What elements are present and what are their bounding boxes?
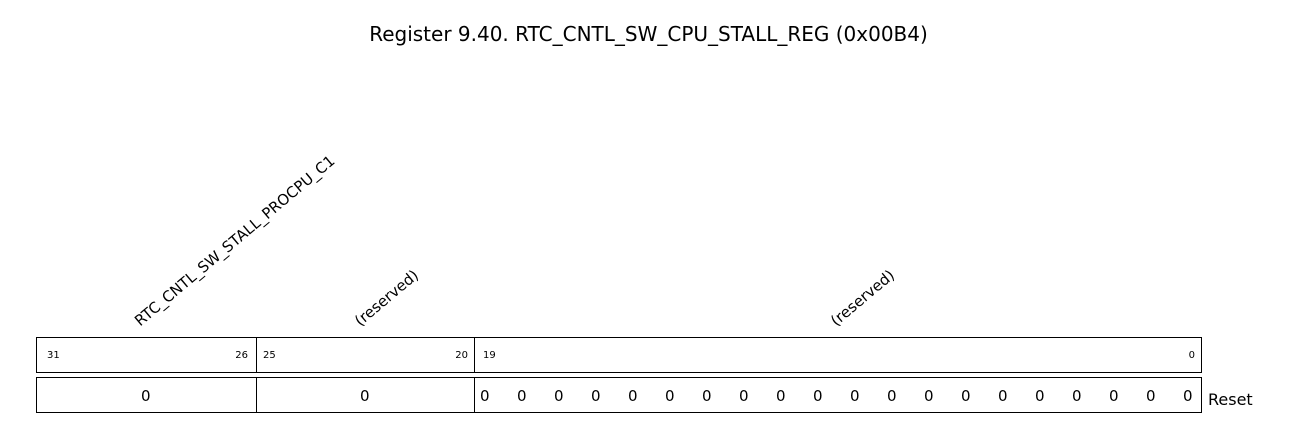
reset-bit-10: 0 [813, 387, 823, 405]
reset-bit-19: 0 [480, 387, 490, 405]
field-name-reserved-2: (reserved) [827, 266, 899, 330]
reset-value-row: 0 0 0 0 0 0 0 0 0 0 0 0 0 0 0 0 0 0 0 0 … [36, 377, 1202, 413]
reset-bit-1: 0 [1146, 387, 1156, 405]
reset-bit-13: 0 [702, 387, 712, 405]
reset-field-31-26: 0 [37, 378, 256, 412]
reset-bit-5: 0 [998, 387, 1008, 405]
bit-20: 20 [455, 350, 468, 361]
reset-bit-4: 0 [1035, 387, 1045, 405]
reset-bit-0: 0 [1183, 387, 1193, 405]
reset-bit-11: 0 [776, 387, 786, 405]
bit-number-row: 31 26 25 20 19 0 [36, 337, 1202, 373]
bit-25: 25 [263, 350, 276, 361]
bit-19: 19 [483, 350, 496, 361]
reset-bit-7: 0 [924, 387, 934, 405]
reset-label: Reset [1208, 390, 1253, 409]
bit-31: 31 [47, 350, 60, 361]
reset-bit-16: 0 [591, 387, 601, 405]
reset-value: 0 [360, 387, 370, 405]
reset-bit-15: 0 [628, 387, 638, 405]
reset-field-19-0: 0 0 0 0 0 0 0 0 0 0 0 0 0 0 0 0 0 0 0 0 [474, 378, 1201, 412]
reset-bit-17: 0 [554, 387, 564, 405]
reset-bit-12: 0 [739, 387, 749, 405]
reset-bit-14: 0 [665, 387, 675, 405]
reset-bit-18: 0 [517, 387, 527, 405]
field-name-sw-stall-procpu: RTC_CNTL_SW_STALL_PROCPU_C1 [131, 151, 339, 330]
reset-bit-3: 0 [1072, 387, 1082, 405]
reset-value: 0 [141, 387, 151, 405]
reset-bit-6: 0 [961, 387, 971, 405]
reset-bit-8: 0 [887, 387, 897, 405]
field-name-reserved-1: (reserved) [351, 266, 423, 330]
register-title: Register 9.40. RTC_CNTL_SW_CPU_STALL_REG… [369, 22, 928, 46]
reset-bit-9: 0 [850, 387, 860, 405]
reset-bit-2: 0 [1109, 387, 1119, 405]
field-bits-31-26: 31 26 [37, 338, 256, 372]
bit-26: 26 [235, 350, 248, 361]
bit-0: 0 [1188, 350, 1195, 361]
field-bits-25-20: 25 20 [256, 338, 474, 372]
reset-field-25-20: 0 [256, 378, 474, 412]
field-bits-19-0: 19 0 [474, 338, 1201, 372]
